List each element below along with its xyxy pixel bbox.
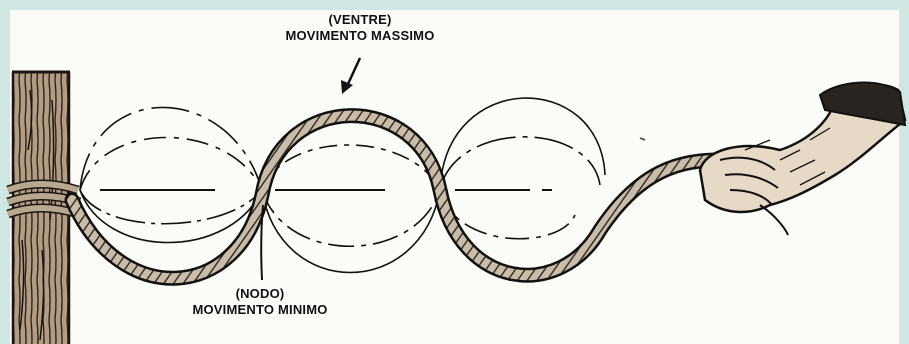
node-description: MOVIMENTO MINIMO <box>170 302 350 318</box>
antinode-term: (VENTRE) <box>270 12 450 28</box>
node-label: (NODO) MOVIMENTO MINIMO <box>170 286 350 318</box>
wave-envelope <box>80 98 605 272</box>
node-pointer <box>261 205 263 280</box>
antinode-description: MOVIMENTO MASSIMO <box>270 28 450 44</box>
arrow-icon <box>341 58 360 94</box>
antinode-label: (VENTRE) MOVIMENTO MASSIMO <box>270 12 450 44</box>
rope-icon <box>72 116 720 279</box>
node-term: (NODO) <box>170 286 350 302</box>
